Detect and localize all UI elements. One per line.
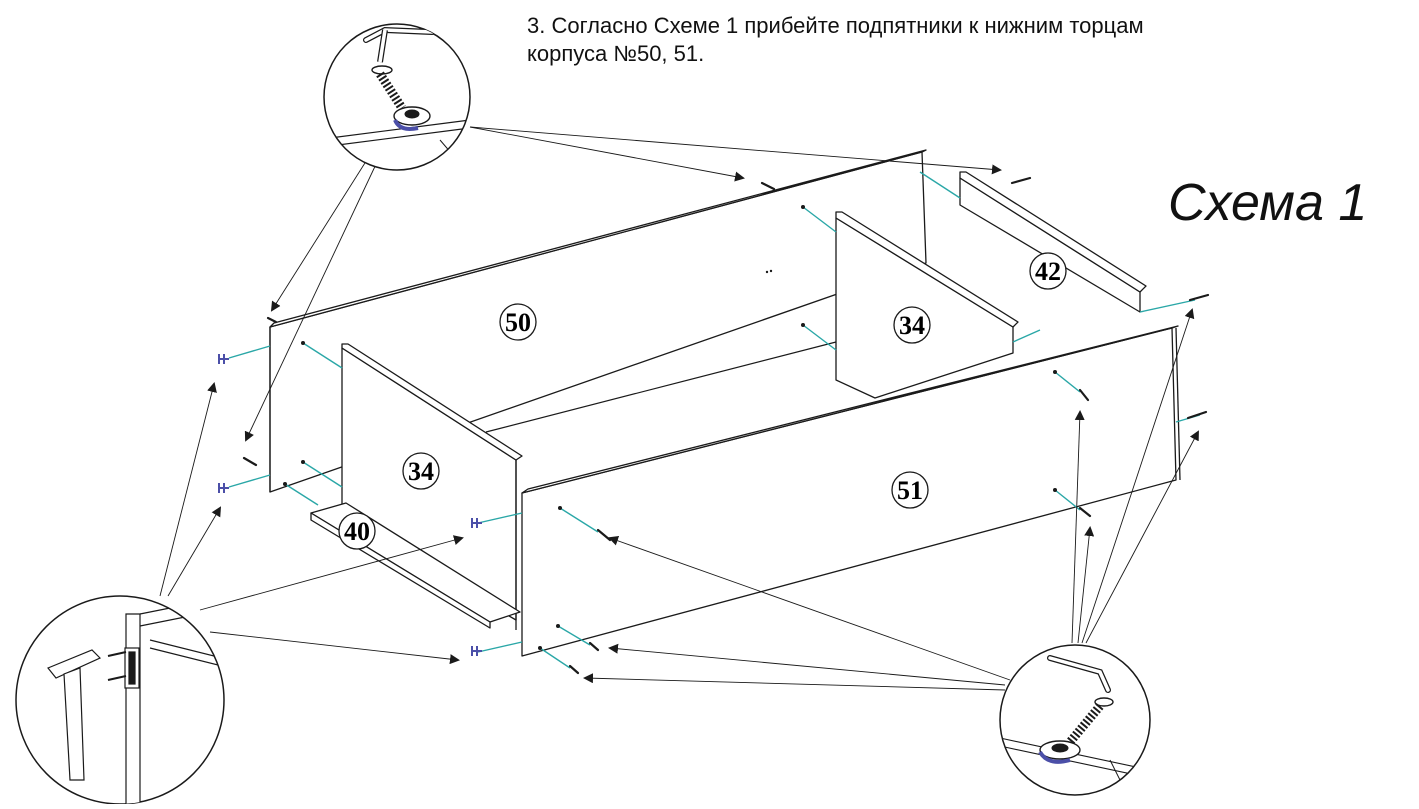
label-50: 50 (505, 308, 531, 337)
label-51: 51 (897, 476, 923, 505)
screws (242, 176, 1210, 675)
panel-50-top-edge (269, 149, 927, 328)
hex-key-confirmat-icon (323, 23, 471, 171)
label-34-mid: 34 (899, 311, 925, 340)
hex-key-screw-icon (999, 644, 1151, 796)
hammer-glide-icon (15, 595, 225, 805)
panel-42-body (959, 177, 1141, 313)
panel-42-edge (959, 171, 1147, 293)
dowel-guides (228, 171, 1201, 669)
instruction-line-1: 3. Согласно Схеме 1 прибейте подпятники … (527, 13, 1144, 38)
bottom-edge-line (485, 341, 837, 433)
glides (218, 354, 482, 656)
panel-34-left-edge (341, 343, 523, 461)
drill-holes (283, 205, 1057, 650)
label-40: 40 (344, 517, 370, 546)
panel-51-top-edge (521, 325, 1179, 494)
pointer-arrows (159, 126, 1199, 691)
label-34-left: 34 (408, 457, 434, 486)
instruction-line-2: корпуса №50, 51. (527, 41, 705, 66)
panel-51-side-edge (1175, 327, 1181, 481)
instruction-text: 3. Согласно Схеме 1 прибейте подпятники … (527, 12, 1419, 82)
scheme-title: Схема 1 (1168, 174, 1368, 232)
part-labels: 50 34 42 34 40 51 (338, 252, 1067, 550)
panel-34-mid-edge (835, 211, 1019, 328)
label-42: 42 (1035, 257, 1061, 286)
